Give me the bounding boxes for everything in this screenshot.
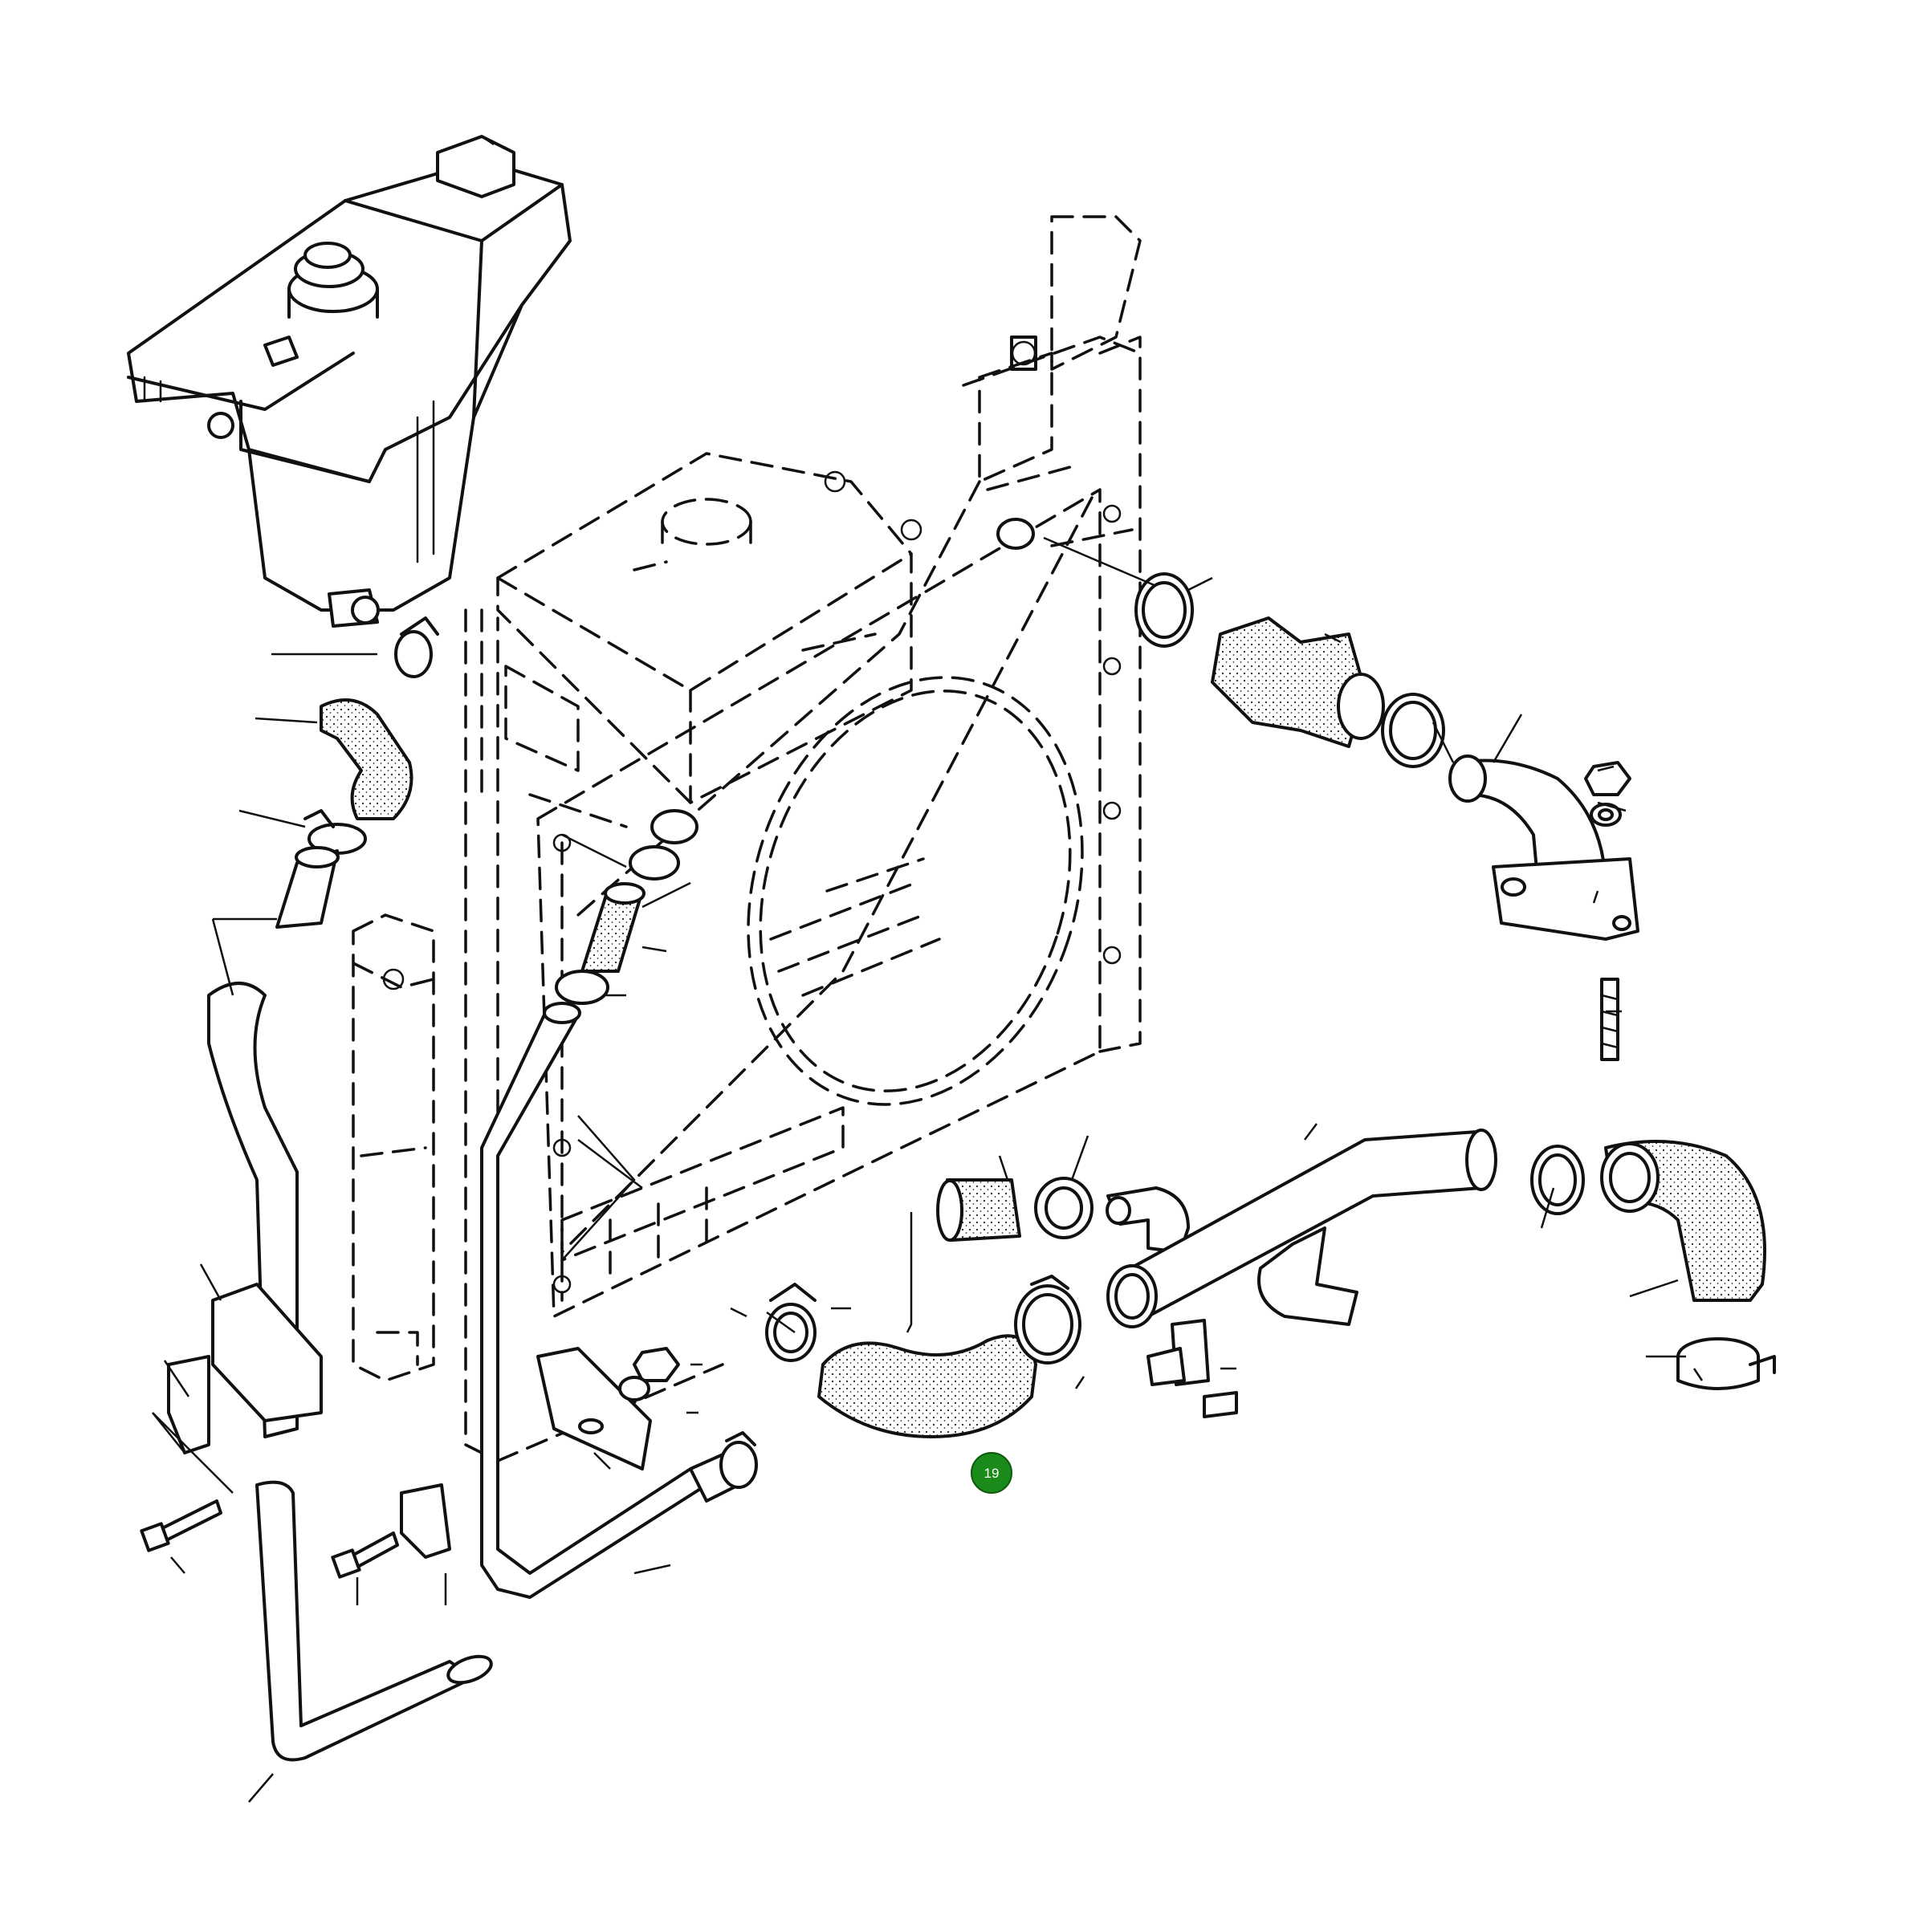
thermostat-housing bbox=[1134, 572, 1639, 1061]
expansion-tank bbox=[127, 135, 572, 628]
lower-hoses-right bbox=[936, 1129, 1776, 1418]
callout-19-badge[interactable] bbox=[971, 1452, 1012, 1494]
leader-lines bbox=[152, 536, 1704, 1803]
bottom-hose-19 bbox=[719, 1275, 1081, 1489]
left-small-hoses bbox=[275, 616, 698, 1005]
callout-19[interactable]: 19 bbox=[971, 1452, 1012, 1494]
lower-left-brackets bbox=[140, 1283, 680, 1579]
callout-19-label: 19 bbox=[984, 1466, 1000, 1481]
